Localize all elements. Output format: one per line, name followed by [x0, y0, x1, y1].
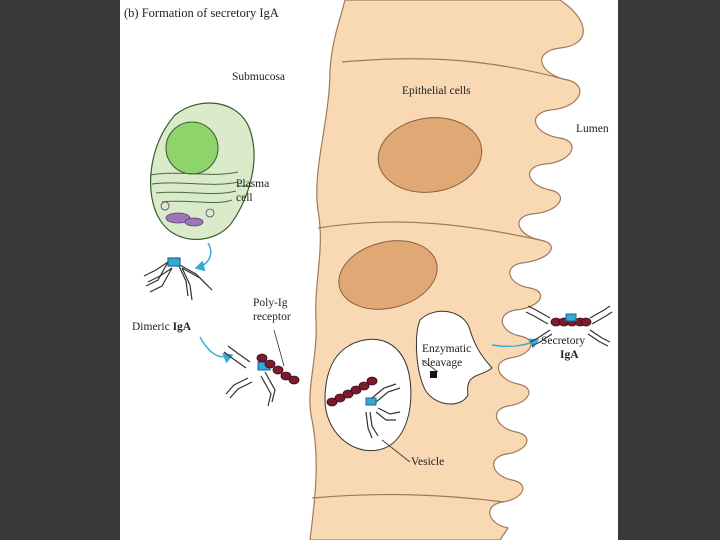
- secretory-iga: [525, 305, 613, 347]
- label-dimeric-iga-bold: IgA: [172, 321, 192, 333]
- cleavage-compartment: [415, 310, 493, 405]
- label-secretory-iga-1: Secretory: [541, 335, 586, 347]
- poly-ig-receptor-vesicle: [326, 376, 378, 407]
- arrow-secretion: [194, 242, 212, 272]
- cell-border-middle: [317, 221, 541, 241]
- label-plasma-cell-1: Plasma: [236, 178, 270, 190]
- figure-panel: (b) Formation of secretory IgA Submucosa…: [120, 0, 618, 540]
- plasma-cell-nucleus: [165, 121, 219, 175]
- label-secretory-iga-2: IgA: [560, 349, 579, 361]
- label-epithelial-cells: Epithelial cells: [402, 85, 471, 97]
- label-poly-ig-2: receptor: [253, 311, 291, 323]
- vesicle: [324, 338, 412, 452]
- dimeric-iga-free: [143, 257, 213, 301]
- label-dimeric-iga-prefix: Dimeric: [132, 321, 173, 333]
- cleavage-site: [430, 371, 437, 378]
- label-enzymatic-1: Enzymatic: [422, 343, 472, 355]
- label-enzymatic-2: cleavage: [422, 357, 463, 369]
- label-vesicle: Vesicle: [411, 456, 445, 468]
- figure-title: (b) Formation of secretory IgA: [124, 6, 279, 20]
- poly-ig-receptor-bound: [256, 353, 300, 385]
- label-lumen: Lumen: [576, 123, 609, 135]
- endoplasmic-reticulum: [149, 171, 239, 204]
- leader-enzymatic: [421, 359, 439, 373]
- receptor-bound-iga: [223, 345, 300, 407]
- label-plasma-cell-2: cell: [236, 192, 253, 204]
- nucleus-upper: [377, 117, 483, 193]
- nucleus-middle: [338, 240, 438, 310]
- label-submucosa: Submucosa: [232, 71, 286, 83]
- leader-poly-ig: [273, 329, 285, 367]
- cell-border-upper: [341, 58, 568, 81]
- label-dimeric-iga: Dimeric IgA: [132, 321, 191, 334]
- leader-vesicle: [381, 439, 411, 463]
- label-poly-ig-1: Poly-Ig: [253, 297, 288, 309]
- golgi-apparatus: [160, 201, 215, 227]
- vesicle-iga-complex: [326, 376, 401, 439]
- arrow-release: [491, 338, 540, 349]
- cell-border-lower: [311, 493, 505, 503]
- secretory-iga-diagram: [143, 0, 613, 540]
